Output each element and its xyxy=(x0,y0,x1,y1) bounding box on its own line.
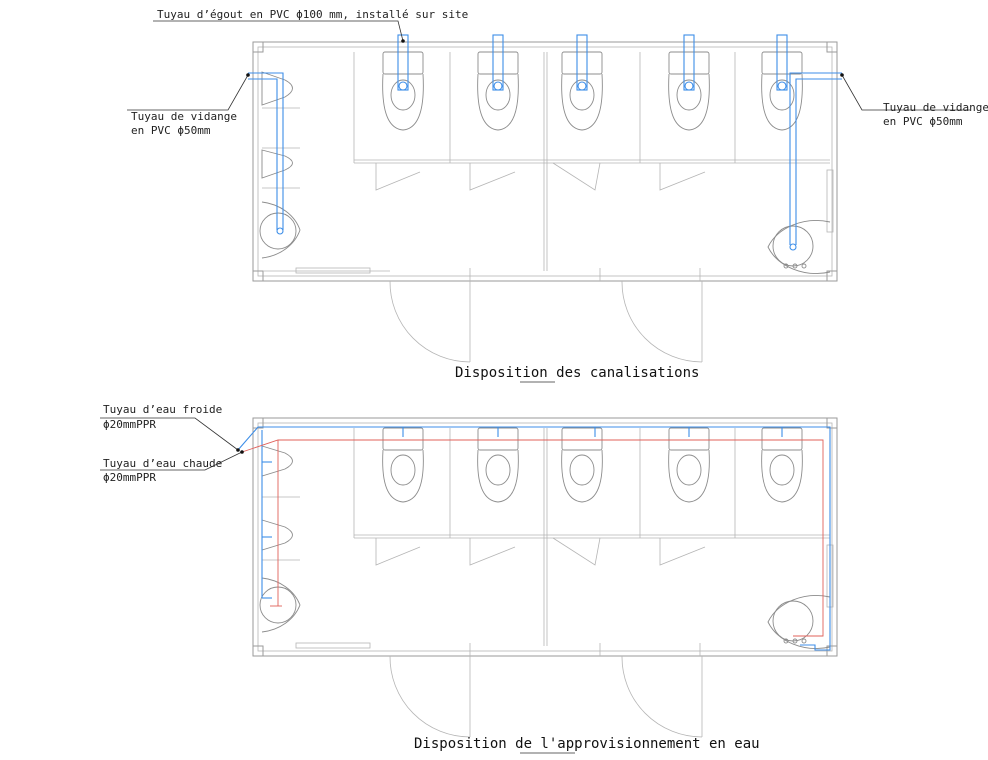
hot-water-pipes xyxy=(241,439,824,637)
supply-annotations: Tuyau d’eau froide ϕ20mmPPR Tuyau d’eau … xyxy=(100,403,244,484)
drain-pipes xyxy=(248,34,842,251)
toilets xyxy=(382,427,803,503)
urinals xyxy=(261,71,293,179)
toilet xyxy=(382,51,424,131)
washbasins xyxy=(259,201,831,274)
toilet xyxy=(561,427,603,503)
toilet xyxy=(561,51,603,131)
toilet xyxy=(477,51,519,131)
washbasins xyxy=(259,577,831,649)
sewer-pipe-label: Tuyau d’égout en PVC ϕ100 mm, installé s… xyxy=(157,8,468,21)
water-supply-plan-title: Disposition de l'approvisionnement en ea… xyxy=(414,736,760,752)
hot-water-label-line1: Tuyau d’eau chaude xyxy=(103,457,222,470)
toilet xyxy=(761,51,803,131)
container-walls xyxy=(252,417,838,657)
cold-water-pipes xyxy=(237,426,831,651)
toilets xyxy=(382,51,803,131)
cold-water-label-line2: ϕ20mmPPR xyxy=(103,418,156,431)
urinals xyxy=(261,445,293,551)
toilet xyxy=(477,427,519,503)
drain-annotations: Tuyau d’égout en PVC ϕ100 mm, installé s… xyxy=(127,8,988,137)
entry-doors xyxy=(389,655,703,738)
toilet xyxy=(668,51,710,131)
entry-doors xyxy=(389,280,703,363)
drain-left-label-line2: en PVC ϕ50mm xyxy=(131,124,211,137)
hot-water-label-line2: ϕ20mmPPR xyxy=(103,471,156,484)
drainage-plan-title: Disposition des canalisations xyxy=(455,365,699,381)
drain-right-label-line2: en PVC ϕ50mm xyxy=(883,115,963,128)
drain-left-label-line1: Tuyau de vidange xyxy=(131,110,237,123)
water-supply-plan: Tuyau d’eau froide ϕ20mmPPR Tuyau d’eau … xyxy=(100,403,838,754)
container-walls xyxy=(252,41,838,282)
drain-right-label-line1: Tuyau de vidange xyxy=(883,101,988,114)
stall-doors xyxy=(375,162,706,191)
toilet xyxy=(668,427,710,503)
toilet xyxy=(761,427,803,503)
drainage-plan: Tuyau d’égout en PVC ϕ100 mm, installé s… xyxy=(127,8,988,383)
toilet xyxy=(382,427,424,503)
stall-doors xyxy=(375,537,706,566)
cold-water-label-line1: Tuyau d’eau froide xyxy=(103,403,222,416)
